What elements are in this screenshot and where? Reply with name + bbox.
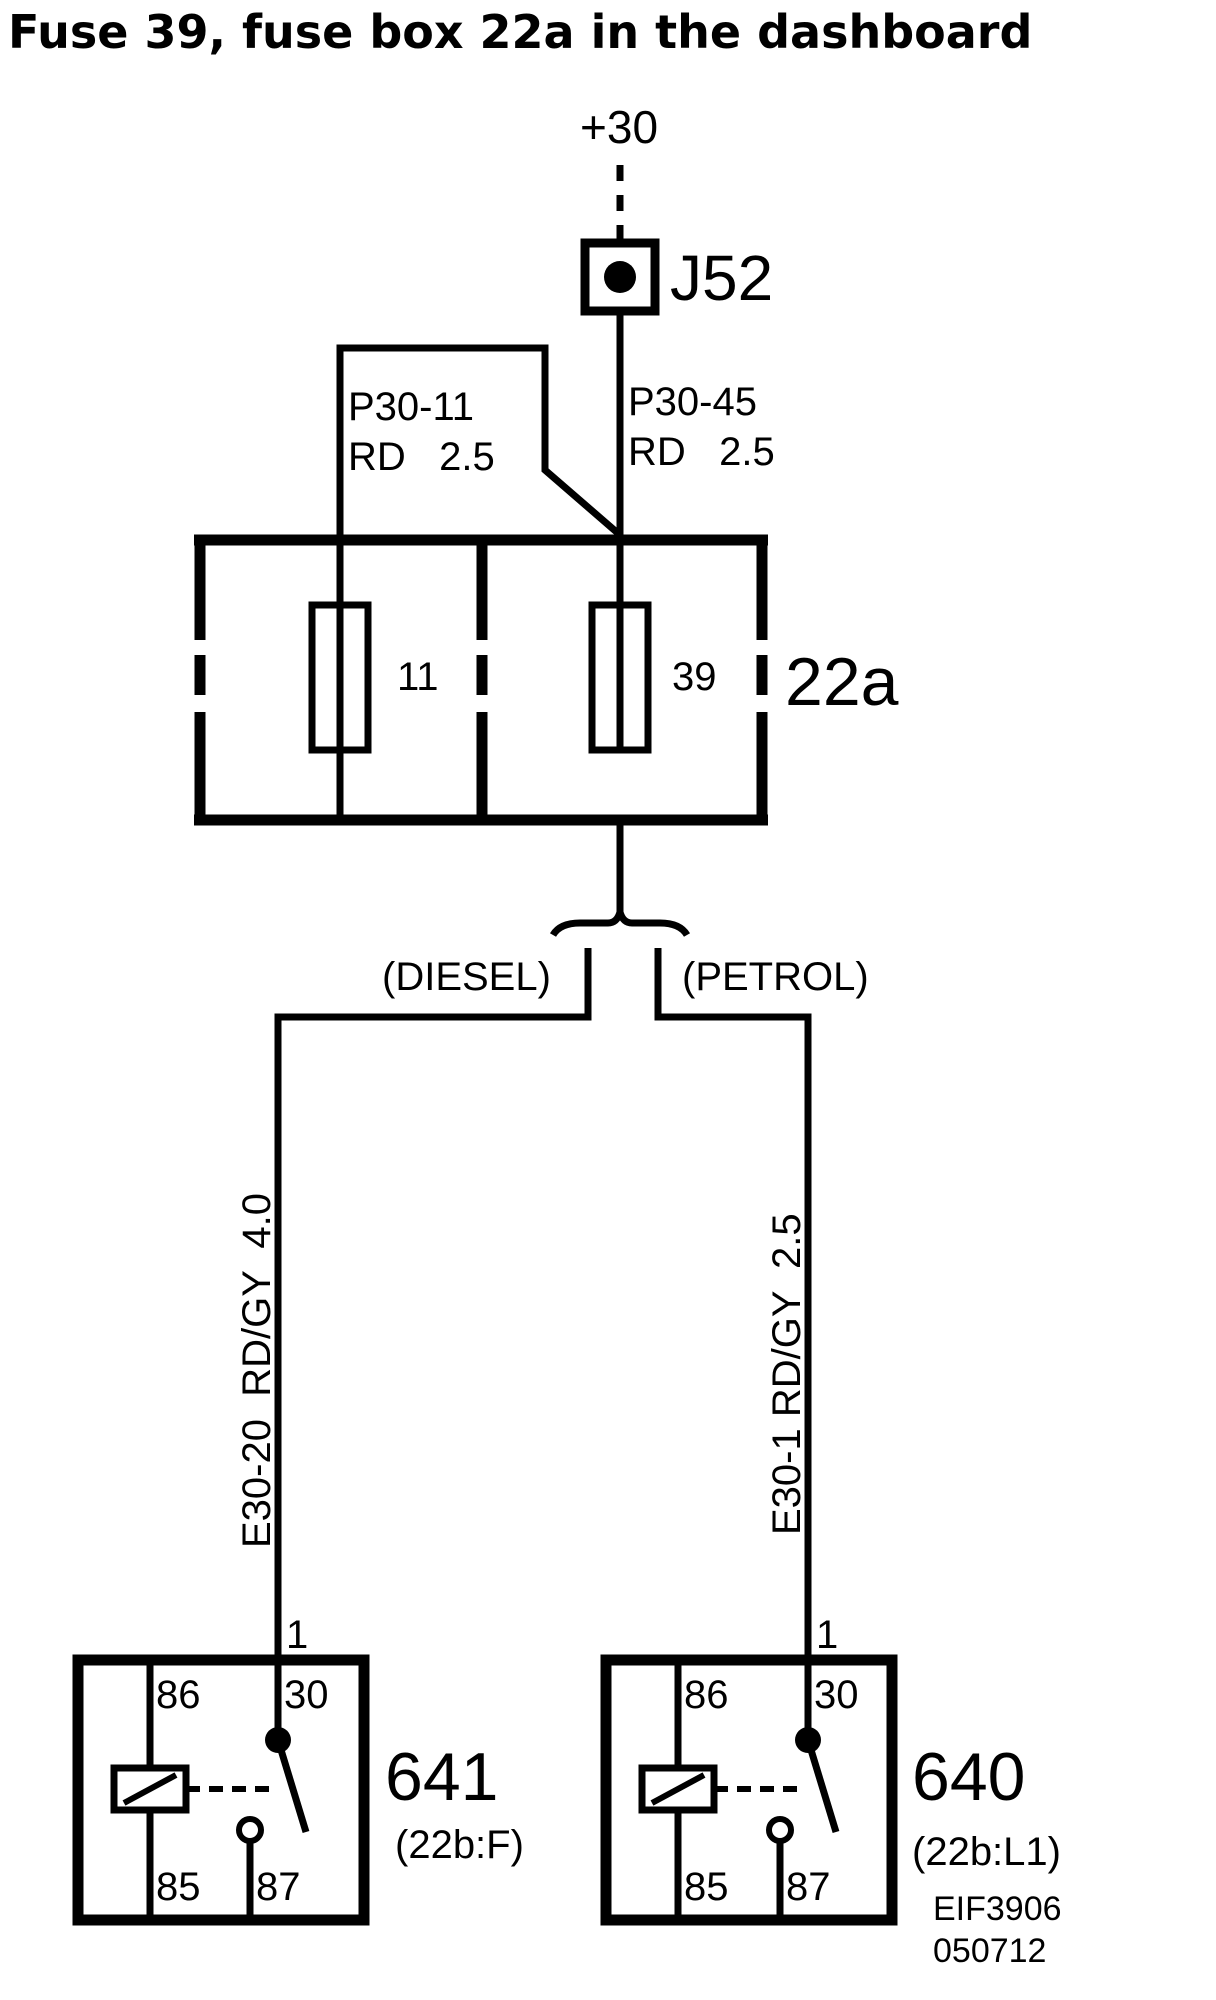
relay-640-pin-1: 1 [816, 1613, 838, 1657]
fuse-39-label: 39 [672, 655, 717, 699]
wire-diesel-e30-20 [274, 948, 592, 1665]
wire-p30-45-code: P30-45 [628, 380, 757, 424]
relay-640-pin-85: 85 [684, 1865, 729, 1909]
relay-641 [72, 1654, 370, 1926]
wire-petrol-e30-1 [654, 948, 812, 1665]
junction-label: J52 [670, 242, 773, 314]
footer-date: 050712 [933, 1932, 1046, 1970]
variant-split-bracket [549, 898, 691, 937]
relay-641-pin-87: 87 [256, 1865, 301, 1909]
relay-641-location: (22b:F) [395, 1823, 524, 1867]
wire-p30-11 [336, 344, 623, 540]
junction-j52-dot [604, 261, 636, 293]
variant-diesel-label: (DIESEL) [382, 955, 551, 999]
relay-640-pin-86: 86 [684, 1673, 729, 1717]
variant-petrol-label: (PETROL) [682, 955, 869, 999]
fuse-box-22a [194, 534, 768, 826]
wire-diesel-spec: E30-20 RD/GY 4.0 [235, 1193, 279, 1548]
diagram-title: Fuse 39, fuse box 22a in the dashboard [8, 5, 1032, 59]
relay-641-pin-1: 1 [286, 1613, 308, 1657]
wire-p30-45-spec: RD 2.5 [628, 430, 775, 474]
relay-641-id: 641 [385, 1739, 498, 1815]
fuse-box-label: 22a [785, 644, 899, 720]
relay-641-pin-86: 86 [156, 1673, 201, 1717]
supply-label: +30 [580, 101, 658, 153]
relay-640-id: 640 [912, 1739, 1025, 1815]
relay-640-pin-30: 30 [814, 1673, 859, 1717]
relay-641-pin-85: 85 [156, 1865, 201, 1909]
wire-p30-11-code: P30-11 [348, 385, 474, 429]
wire-petrol-spec: E30-1 RD/GY 2.5 [765, 1213, 809, 1535]
relay-641-pin-30: 30 [284, 1673, 329, 1717]
relay-640-pin-87: 87 [786, 1865, 831, 1909]
wire-p30-11-spec: RD 2.5 [348, 435, 495, 479]
footer-code: EIF3906 [933, 1890, 1062, 1928]
fuse-11-label: 11 [397, 655, 439, 699]
relay-640-location: (22b:L1) [912, 1830, 1061, 1874]
relay-640 [600, 1654, 898, 1926]
